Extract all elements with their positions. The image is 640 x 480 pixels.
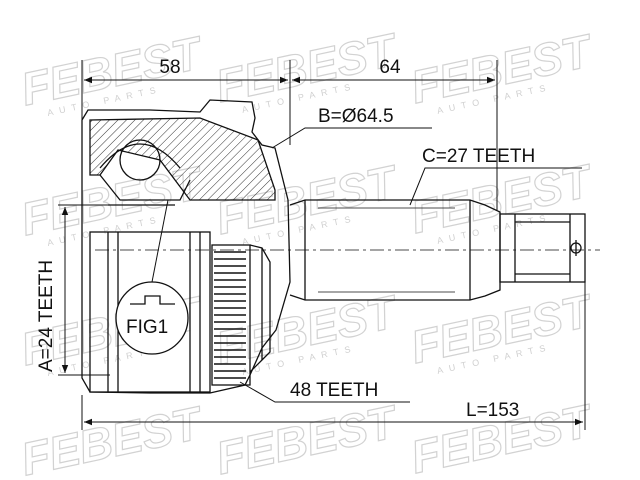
fig1-label: FIG1	[126, 317, 168, 338]
housing-hatch-top	[89, 117, 276, 201]
ball-bearing	[119, 139, 161, 181]
dim-label-diameter: B=Ø64.5	[318, 106, 394, 127]
dim-label-outer-spline: C=27 TEETH	[422, 146, 535, 167]
dim-label-total-length: L=153	[466, 400, 519, 421]
fig1-detail-profile	[130, 295, 175, 305]
dim-label-inner-spline: A=24 TEETH	[36, 260, 57, 372]
housing-lower	[89, 231, 211, 393]
leader-c	[409, 167, 582, 206]
housing-outline	[81, 99, 291, 394]
cv-joint-body	[81, 99, 586, 394]
leader-48	[239, 381, 410, 403]
leader-b	[271, 127, 432, 149]
abs-ring-body	[211, 244, 251, 386]
dim-label-58: 58	[159, 57, 180, 78]
dim-label-abs-teeth: 48 TEETH	[290, 380, 378, 401]
abs-ring-teeth	[214, 251, 246, 379]
dimension-lines	[58, 60, 586, 430]
watermark-brand: FEBEST	[17, 396, 209, 480]
watermark-brand: FEBEST	[211, 395, 403, 480]
threaded-end	[499, 213, 586, 283]
neck	[249, 244, 271, 373]
dim-label-64: 64	[379, 57, 401, 78]
